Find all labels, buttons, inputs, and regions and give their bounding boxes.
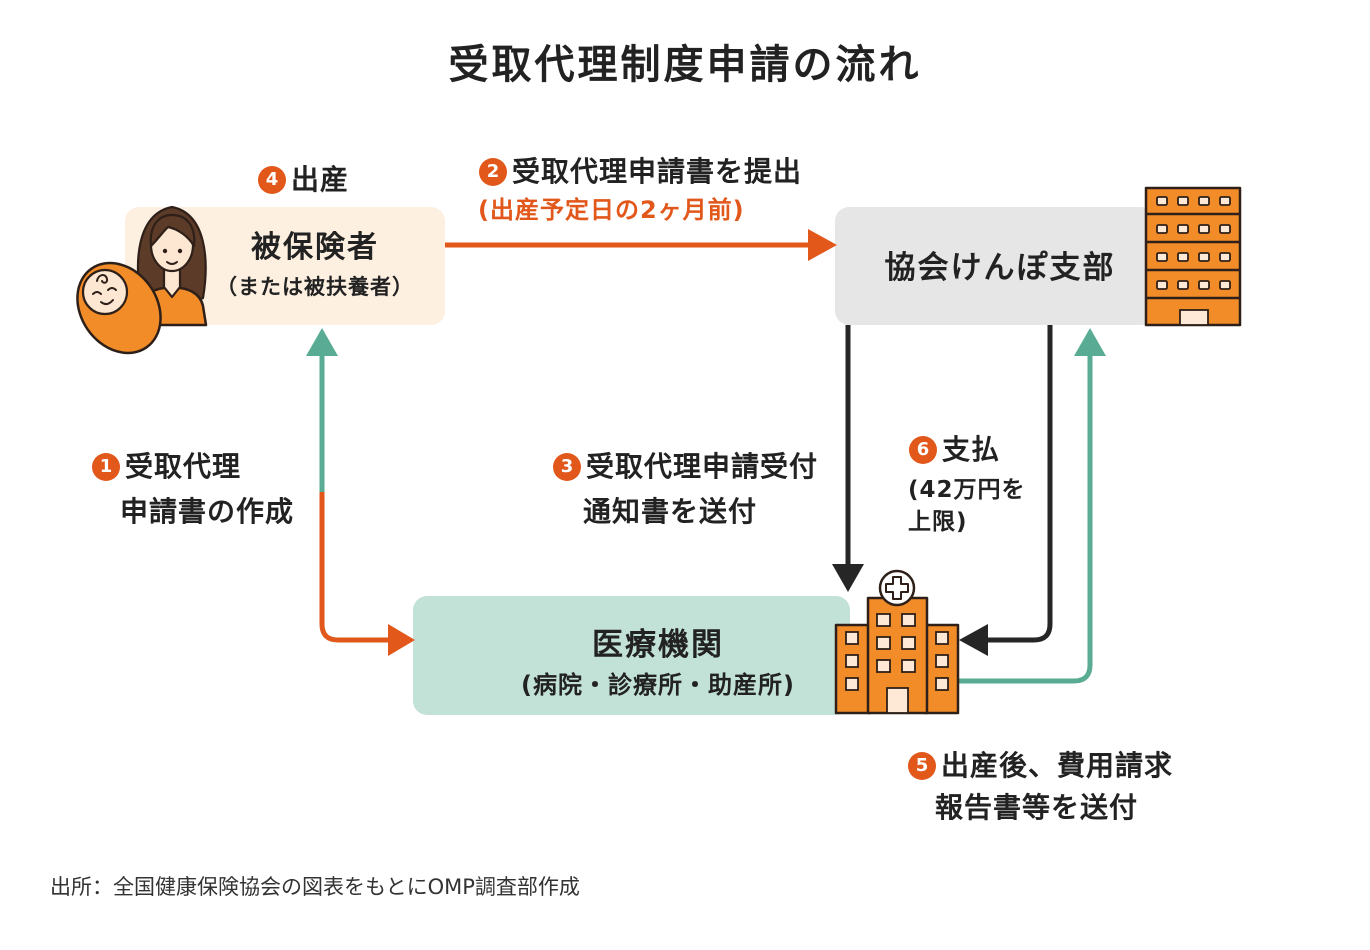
window: [845, 654, 859, 668]
medical-node-title: 医療機関: [592, 627, 724, 663]
bangs: [149, 213, 196, 248]
step-5-text-line2: 報告書等を送付: [935, 791, 1139, 824]
window: [1156, 280, 1168, 290]
window: [876, 659, 891, 673]
window: [876, 613, 891, 627]
step-6-text: 支払: [942, 433, 1001, 466]
window: [845, 631, 859, 645]
window: [935, 631, 949, 645]
window: [1198, 280, 1210, 290]
hair-curl: [96, 274, 109, 284]
step-2-label: 2 受取代理申請書を提出: [479, 158, 802, 186]
window: [901, 636, 916, 650]
baby-icon: [76, 261, 162, 355]
window: [901, 613, 916, 627]
step-number-badge: 2: [479, 158, 507, 186]
arrow-step2-submit-application: [445, 229, 837, 261]
step-number-badge: 4: [258, 166, 286, 194]
closed-eye: [107, 287, 117, 291]
arrow-step6-payment: [959, 325, 1053, 656]
door: [1179, 309, 1209, 326]
window: [1156, 224, 1168, 234]
arrowhead: [832, 564, 864, 592]
step-6-label: 6 支払: [909, 436, 1000, 464]
step-3-label: 3 受取代理申請受付: [553, 453, 818, 481]
window: [1198, 196, 1210, 206]
step-6-note-line1: (42万円を: [908, 477, 1026, 503]
window: [1177, 280, 1189, 290]
step-5-label: 5 出産後、費用請求: [908, 752, 1173, 780]
window: [876, 636, 891, 650]
window: [845, 677, 859, 691]
window: [1156, 196, 1168, 206]
cross-icon: [885, 576, 909, 600]
window: [1219, 224, 1231, 234]
medical-institution-node: [413, 596, 850, 715]
kyokai-kenpo-branch-node: [835, 207, 1155, 325]
arrow-line: [986, 325, 1053, 643]
arrow-step1-to-insured: [306, 328, 338, 494]
window: [935, 677, 949, 691]
step-4-label: 4 出産: [258, 166, 349, 194]
step-3-text: 受取代理申請受付: [586, 450, 819, 483]
arrowhead: [306, 328, 338, 356]
arrow-line: [319, 492, 390, 643]
hospital-icon: [834, 569, 960, 715]
step-number-badge: 3: [553, 453, 581, 481]
arrow-step3-send-notice: [832, 325, 864, 592]
step-3-text-line2: 通知書を送付: [583, 495, 758, 528]
baby-face: [81, 268, 129, 316]
step-4-text: 出産: [291, 163, 350, 196]
step-6-note-line2: 上限): [908, 509, 968, 535]
insured-node-subtitle: （または被扶養者）: [216, 275, 414, 299]
arrowhead: [1074, 328, 1106, 356]
mouth: [166, 261, 178, 265]
office-building-icon: [1144, 186, 1242, 327]
step-2-note: (出産予定日の2ヶ月前): [478, 196, 745, 224]
window: [935, 654, 949, 668]
window: [1177, 224, 1189, 234]
eye: [177, 248, 183, 254]
window: [1198, 224, 1210, 234]
branch-node-title: 協会けんぽ支部: [884, 250, 1116, 286]
arrowhead: [959, 624, 988, 656]
window: [1219, 252, 1231, 262]
step-1-text-line2: 申請書の作成: [120, 495, 295, 528]
step-2-text: 受取代理申請書を提出: [512, 155, 803, 188]
closed-eye: [92, 291, 102, 295]
medical-node-subtitle: (病院・診療所・助産所): [521, 671, 795, 699]
arrowhead: [388, 624, 415, 656]
insured-node-title: 被保険者: [251, 230, 379, 265]
door: [886, 687, 909, 714]
step-number-badge: 1: [92, 453, 120, 481]
eye: [162, 248, 168, 254]
step-number-badge: 5: [908, 752, 936, 780]
step-5-text: 出産後、費用請求: [941, 749, 1174, 782]
window: [1219, 280, 1231, 290]
window: [1156, 252, 1168, 262]
arrow-step5-send-report: [958, 328, 1106, 684]
step-1-text: 受取代理: [125, 450, 242, 483]
arrow-step1-to-medical: [319, 492, 415, 656]
diagram-title: 受取代理制度申請の流れ: [448, 42, 922, 88]
window: [1198, 252, 1210, 262]
window: [1219, 196, 1231, 206]
window: [901, 659, 916, 673]
step-number-badge: 6: [909, 436, 937, 464]
source-note: 出所：全国健康保険協会の図表をもとにOMP調査部作成: [50, 875, 580, 899]
window: [1177, 196, 1189, 206]
mouth: [100, 299, 114, 306]
arrow-line: [958, 354, 1093, 684]
arrowhead: [808, 229, 837, 261]
step-1-label: 1 受取代理: [92, 453, 241, 481]
window: [1177, 252, 1189, 262]
